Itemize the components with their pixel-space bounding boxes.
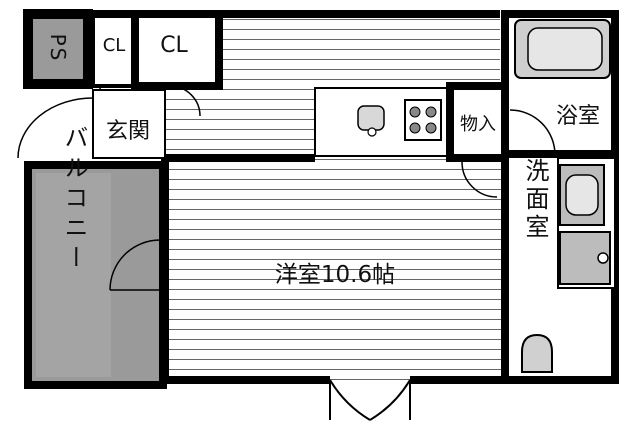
bath-door-swing xyxy=(509,109,556,156)
balcony-floor xyxy=(36,173,111,377)
toilet xyxy=(521,333,553,373)
western-room-label: 洋室10.6帖 xyxy=(275,262,395,288)
closet-large xyxy=(131,10,223,90)
storage-label: 物入 xyxy=(460,114,496,135)
balcony-door-swing xyxy=(109,239,161,291)
washing-machine-drum-icon xyxy=(597,252,609,264)
genkan-label: 玄関 xyxy=(106,119,150,144)
ps-shaft xyxy=(23,9,93,89)
entrance-door-swing xyxy=(17,97,94,159)
kitchen-sink xyxy=(357,105,385,131)
kitchen-aisle-floor xyxy=(165,86,315,158)
upper-room-floor xyxy=(218,14,500,86)
ps-label: PS xyxy=(46,34,70,63)
closet-small-label: CL xyxy=(103,35,126,56)
sink-faucet-icon xyxy=(367,127,377,137)
closet-large-label: CL xyxy=(160,33,188,58)
upper-wall-left xyxy=(165,14,221,89)
bottom-double-door xyxy=(329,379,411,421)
stove-burner-3-icon xyxy=(409,122,421,134)
genkan-area xyxy=(92,89,166,159)
stove xyxy=(404,99,442,141)
bath-label: 浴室 xyxy=(556,104,600,129)
washroom-door-swing xyxy=(461,161,498,198)
washroom-label: 洗面室 xyxy=(521,158,549,242)
storage-room xyxy=(446,82,509,162)
bathtub-inner xyxy=(527,27,603,71)
stove-burner-4-icon xyxy=(425,122,437,134)
stove-burner-1-icon xyxy=(409,106,421,118)
stove-burner-2-icon xyxy=(425,106,437,118)
western-room-floor xyxy=(165,158,505,380)
balcony-label: バルコニー xyxy=(60,125,88,275)
washbasin-bowl xyxy=(565,174,599,216)
